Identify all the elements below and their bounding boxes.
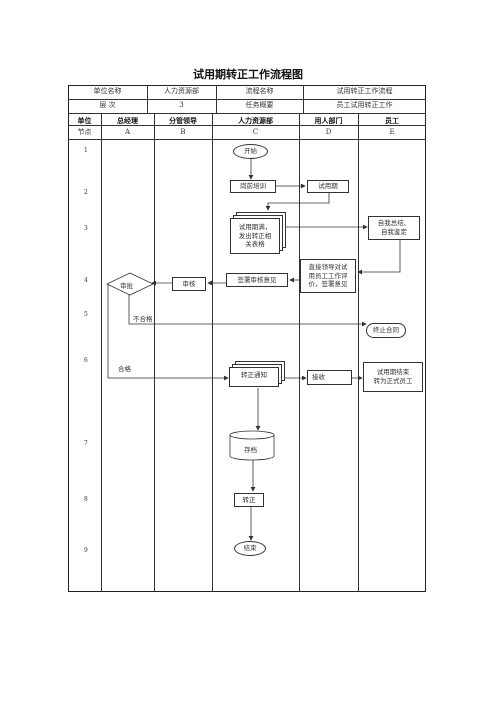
lane-header-leader: 分管领导 (169, 117, 197, 125)
lane-divider (299, 113, 300, 592)
lane-header-employee: 员工 (385, 117, 399, 125)
archive-database (229, 430, 275, 461)
lane-divider (101, 113, 102, 592)
lane-letter-a: A (124, 128, 131, 136)
lane-letter-d: D (325, 128, 332, 136)
probation-end-line1: 试用期满， (238, 222, 272, 231)
info-label-level: 层 次 (99, 101, 116, 109)
info-label-unit: 单位名称 (93, 87, 122, 95)
supervisor-evaluation-step: 直接领导对试 用员工工作评 价，签署意见 (300, 259, 356, 293)
supervisor-eval-line1: 直接领导对试 (308, 262, 348, 271)
flowchart-frame (68, 85, 426, 592)
node-number: 2 (84, 189, 88, 196)
row-divider (68, 99, 426, 100)
lane-letter-c: C (252, 128, 259, 136)
info-col-divider (303, 85, 304, 113)
supervisor-eval-line3: 价，签署意见 (308, 280, 348, 289)
archive-label: 存档 (244, 446, 257, 454)
info-col-divider (147, 85, 148, 113)
confirm-step: 转正 (234, 493, 264, 507)
node-number: 8 (84, 496, 88, 503)
info-label-summary: 任务概要 (245, 101, 274, 109)
start-node: 开始 (233, 144, 268, 159)
archive-cylinder-body (229, 435, 275, 461)
node-number: 5 (84, 311, 88, 318)
node-number: 7 (84, 440, 88, 447)
info-value-level: 3 (179, 101, 184, 109)
pass-label: 合格 (118, 365, 131, 373)
probation-step: 试用期 (307, 180, 349, 193)
lane-header-unit: 单位 (77, 117, 92, 125)
sign-opinion-step: 签署审核意见 (226, 273, 288, 287)
node-number: 9 (84, 547, 88, 554)
lane-header-dept: 用人部门 (314, 117, 343, 125)
self-eval-line1: 自我总结、 (377, 219, 411, 228)
approve-decision (106, 272, 154, 296)
approve-diamond-shape (106, 272, 154, 296)
arrow-pass-to-notice (107, 283, 229, 381)
row-divider (68, 125, 426, 126)
node-number: 3 (84, 225, 88, 232)
archive-cylinder-top (229, 430, 275, 440)
lane-header-gm: 总经理 (117, 117, 138, 125)
info-value-summary: 员工试用转正工作 (336, 101, 393, 109)
probation-end-line3: 关表格 (245, 240, 265, 249)
node-label: 节点 (77, 128, 92, 136)
probation-end-line2: 发出转正相 (238, 231, 272, 240)
node-number: 4 (84, 277, 88, 284)
fail-label: 不合格 (133, 315, 153, 323)
training-step: 岗前培训 (230, 180, 276, 193)
confirmation-notice: 转正通知 (229, 367, 279, 387)
lane-header-hr: 人力资源部 (238, 117, 273, 125)
lane-divider (212, 113, 213, 592)
end-node: 结束 (234, 541, 266, 556)
lane-letter-b: B (180, 128, 186, 136)
arrow-probation-to-docs (265, 193, 330, 211)
node-number: 6 (84, 357, 88, 364)
supervisor-eval-line2: 用员工工作评 (308, 271, 348, 280)
regular-line1: 试用期结束 (376, 368, 410, 377)
terminate-contract: 终止合同 (366, 323, 406, 338)
page-title: 试用期转正工作流程图 (193, 68, 303, 81)
lane-letter-e: E (389, 128, 395, 136)
lane-divider (154, 113, 155, 592)
info-value-process: 试用转正工作流程 (336, 87, 393, 95)
lane-divider (358, 113, 359, 592)
row-divider (68, 139, 426, 140)
info-value-unit: 人力资源部 (164, 87, 199, 95)
self-eval-line2: 自我鉴定 (381, 228, 407, 236)
info-col-divider (216, 85, 217, 113)
become-regular-employee: 试用期结束 转为正式员工 (363, 362, 423, 392)
self-evaluation-step: 自我总结、 自我鉴定 (368, 216, 420, 240)
review-step: 审核 (172, 277, 206, 291)
arrow-self-eval-to-supervisor (357, 240, 401, 275)
probation-end-docs: 试用期满， 发出转正相 关表格 (230, 218, 280, 254)
row-divider (68, 113, 426, 114)
info-label-process: 流程名称 (245, 87, 274, 95)
receive-step: 接收 (307, 370, 352, 385)
approve-label: 审批 (120, 282, 133, 290)
arrow-fail-to-terminate (128, 293, 367, 327)
node-number: 1 (84, 147, 88, 154)
regular-line2: 转为正式员工 (373, 377, 413, 385)
